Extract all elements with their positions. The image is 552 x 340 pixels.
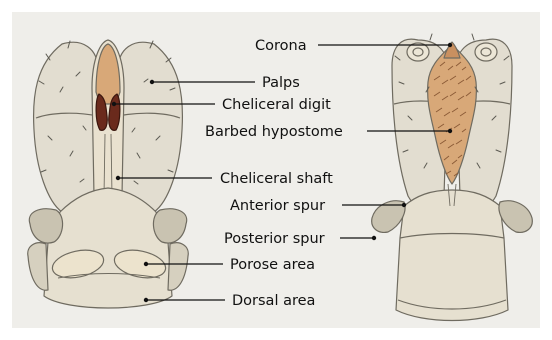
dorsal-view-figure (28, 40, 189, 308)
corona-label: Corona (255, 38, 307, 54)
palp-article-left (407, 43, 429, 61)
posterior-spur-label: Posterior spur (224, 231, 325, 247)
cheliceral-shaft-label: Cheliceral shaft (220, 171, 333, 187)
barbed-hypostome-label: Barbed hypostome (205, 124, 343, 140)
cheliceral-digit-label: Cheliceral digit (222, 97, 331, 113)
ventral-basis-capituli (396, 190, 508, 321)
porose-area-label: Porose area (230, 257, 315, 273)
dorsal-area-label: Dorsal area (232, 293, 315, 309)
palps-label: Palps (262, 75, 300, 91)
anterior-spur-label: Anterior spur (230, 198, 325, 214)
palp-article-right (475, 43, 497, 61)
